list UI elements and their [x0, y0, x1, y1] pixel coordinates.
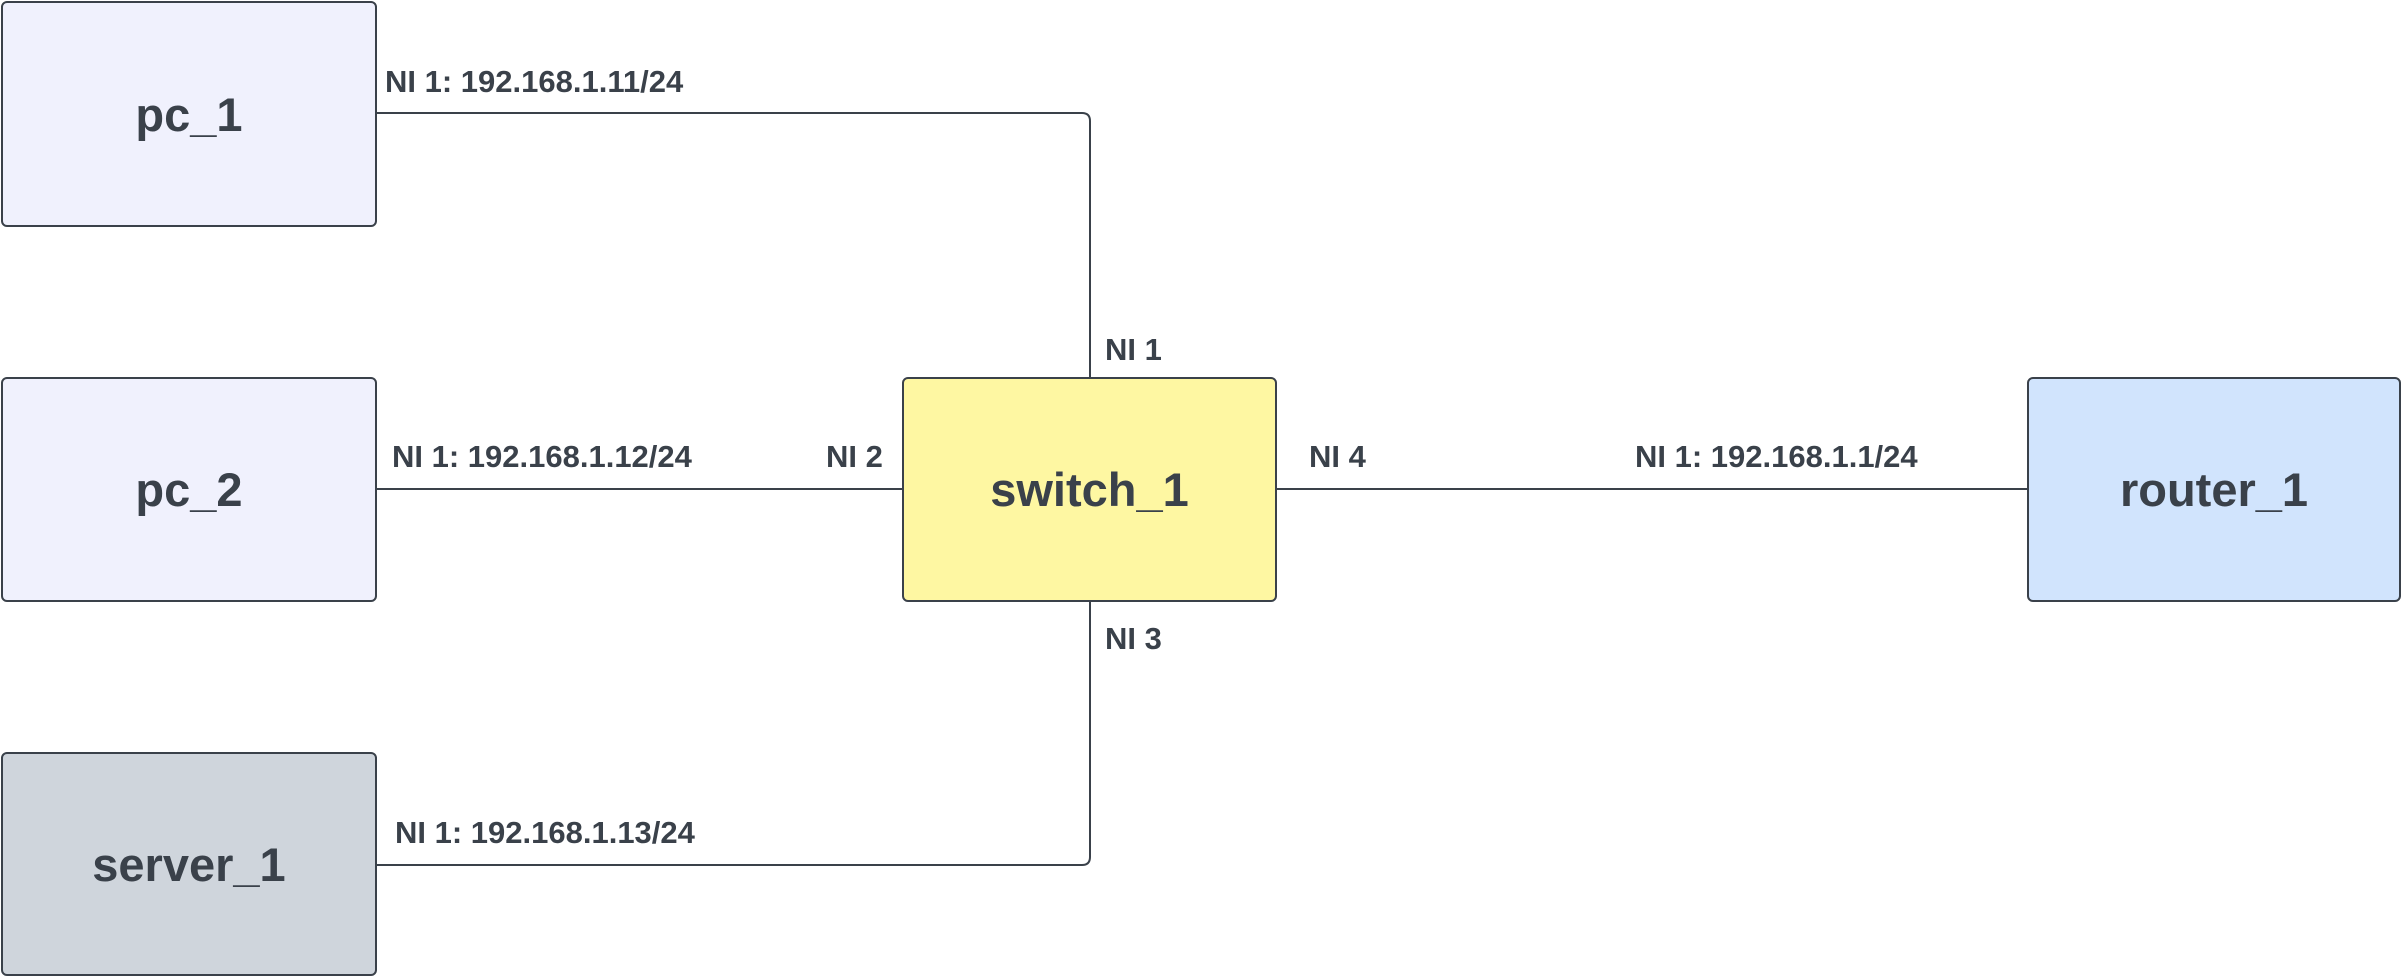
switch-ni-4-label: NI 4	[1309, 439, 1366, 474]
pc-1-node[interactable]: pc_1	[1, 1, 377, 227]
pc-1-ip-label: NI 1: 192.168.1.11/24	[385, 64, 684, 99]
link-pc1-switch	[377, 112, 1091, 377]
link-server-switch	[377, 602, 1091, 866]
pc-2-label: pc_2	[135, 463, 243, 516]
server-1-node[interactable]: server_1	[1, 752, 377, 976]
server-1-ip-label: NI 1: 192.168.1.13/24	[395, 815, 695, 850]
switch-ni-2-label: NI 2	[826, 439, 883, 474]
pc-1-label: pc_1	[135, 87, 243, 141]
switch-ni-3-label: NI 3	[1105, 621, 1162, 656]
router-1-label: router_1	[2119, 463, 2309, 516]
server-1-label: server_1	[92, 837, 286, 891]
router-1-ip-label: NI 1: 192.168.1.1/24	[1635, 439, 1918, 474]
switch-ni-1-label: NI 1	[1105, 332, 1162, 367]
router-1-node[interactable]: router_1	[2027, 377, 2401, 602]
pc-2-node[interactable]: pc_2	[1, 377, 377, 602]
pc-2-ip-label: NI 1: 192.168.1.12/24	[392, 439, 692, 474]
switch-1-label: switch_1	[990, 463, 1189, 516]
switch-1-node[interactable]: switch_1	[902, 377, 1277, 602]
